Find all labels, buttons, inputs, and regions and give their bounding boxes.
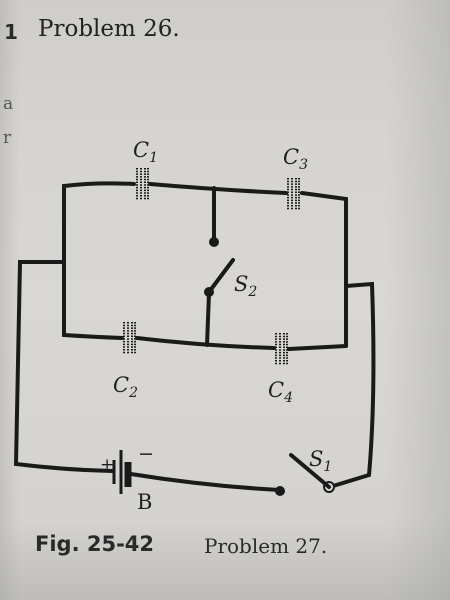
label-b: B <box>137 490 152 514</box>
battery-minus-sign: − <box>138 443 154 465</box>
wire-s2-lower <box>205 291 211 347</box>
capacitor-c4 <box>275 333 288 365</box>
page-edge-shadow <box>386 0 450 600</box>
label-s1: S1 <box>309 447 332 475</box>
switch-s2-top-terminal <box>209 237 219 247</box>
label-c1: C1 <box>133 138 158 166</box>
capacitor-c1 <box>136 168 149 200</box>
header-title: Problem 26. <box>38 16 180 42</box>
switch-s1-blade <box>289 453 331 489</box>
switch-s2-blade <box>207 258 235 294</box>
label-c3: C3 <box>283 145 308 173</box>
label-c4: C4 <box>268 378 293 406</box>
page-bottom-shadow <box>0 520 450 600</box>
figure-caption-label: Problem 27. <box>204 534 328 558</box>
wire-bottom-left <box>62 320 124 340</box>
wire-outer-left <box>13 260 114 473</box>
battery-b <box>112 450 132 494</box>
wire-outer-bottom <box>129 472 282 492</box>
wire-outer-right <box>331 281 376 488</box>
capacitor-c3 <box>287 178 300 210</box>
label-s2: S2 <box>234 272 257 300</box>
wire-top-right <box>300 191 348 348</box>
wire-top-middle <box>148 182 288 195</box>
figure-caption-number: Fig. 25-42 <box>35 532 155 556</box>
header-number: 1 <box>4 20 18 44</box>
capacitor-c2 <box>123 322 136 354</box>
margin-text-a: a <box>3 94 14 114</box>
margin-text-r: r <box>3 128 12 148</box>
switch-s1-left-terminal <box>275 486 285 496</box>
label-c2: C2 <box>113 373 138 401</box>
wire-top-left <box>62 181 136 324</box>
battery-plus-sign: + <box>100 455 114 475</box>
wire-bottom-right <box>287 344 348 351</box>
